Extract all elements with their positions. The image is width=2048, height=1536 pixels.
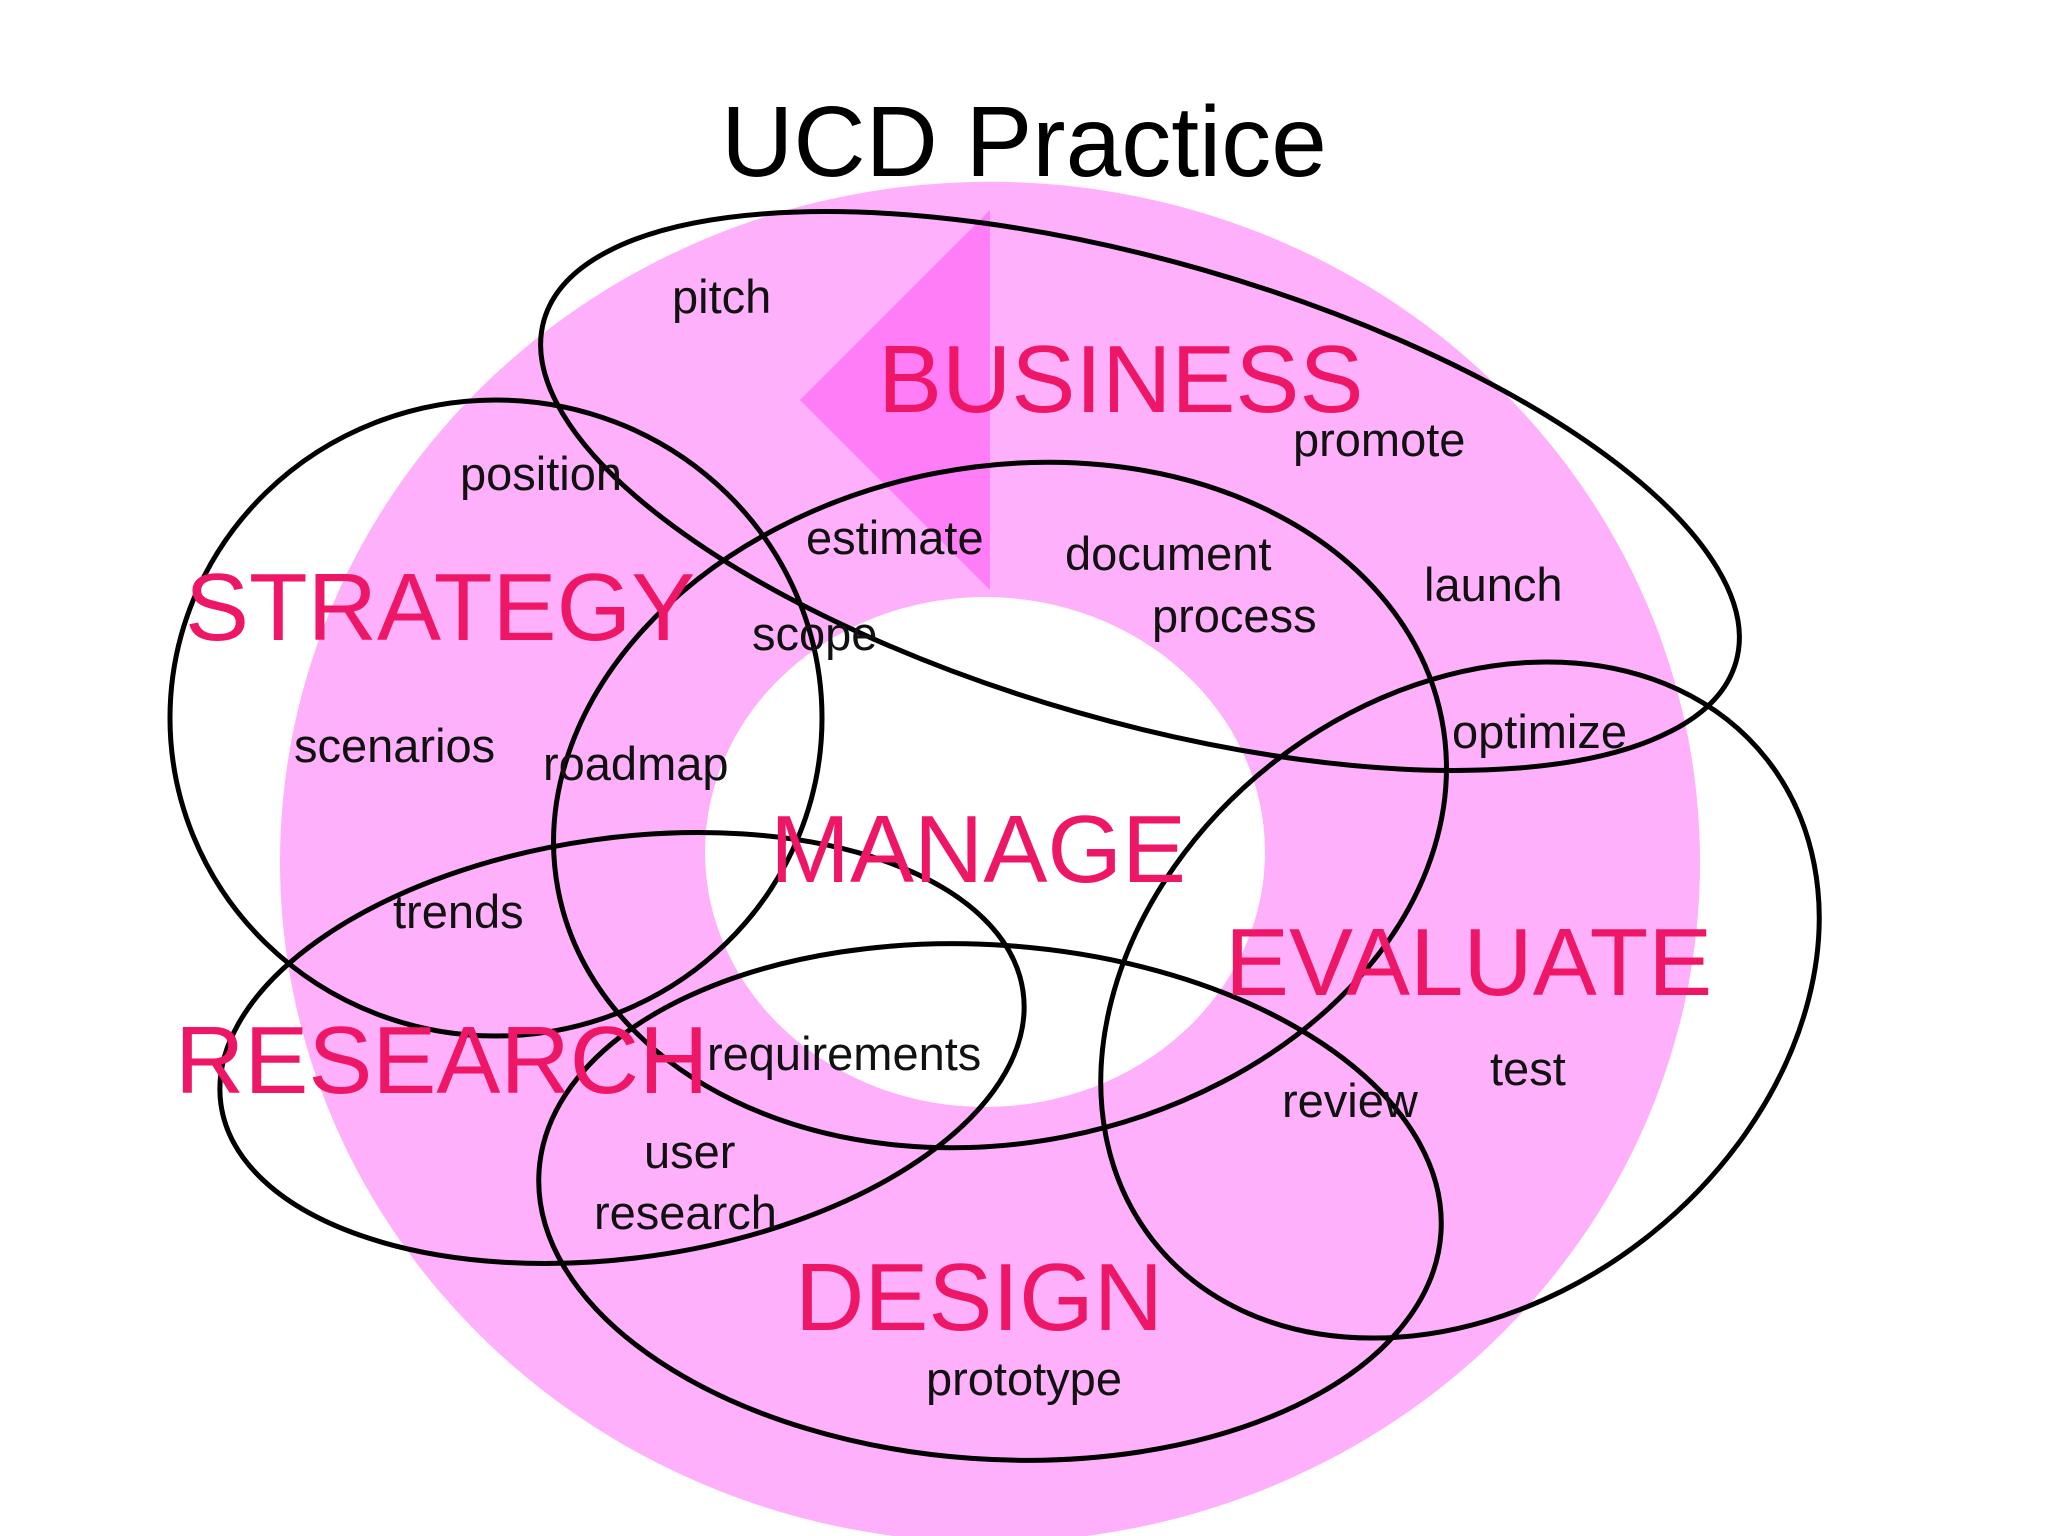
evaluate-outline bbox=[1098, 659, 1822, 1341]
item-review: review bbox=[1282, 1074, 1419, 1127]
item-roadmap: roadmap bbox=[543, 737, 729, 790]
item-estimate: estimate bbox=[806, 511, 984, 564]
group-label-design: DESIGN bbox=[795, 1244, 1163, 1351]
item-position: position bbox=[460, 447, 622, 500]
item-requirements: requirements bbox=[707, 1027, 981, 1080]
highlight-wedge bbox=[800, 210, 990, 590]
group-label-manage: MANAGE bbox=[770, 796, 1186, 903]
business-outline bbox=[538, 209, 1742, 773]
item-promote: promote bbox=[1293, 413, 1465, 466]
design-outline bbox=[536, 941, 1444, 1463]
group-label-evaluate: EVALUATE bbox=[1225, 909, 1712, 1016]
group-label-business: BUSINESS bbox=[878, 326, 1363, 433]
item-scenarios: scenarios bbox=[294, 719, 495, 772]
group-label-research: RESEARCH bbox=[175, 1007, 708, 1114]
item-prototype: prototype bbox=[926, 1352, 1122, 1405]
item-user: user bbox=[644, 1125, 735, 1178]
item-document: document bbox=[1065, 527, 1271, 580]
item-trends: trends bbox=[393, 885, 524, 938]
diagram-title: UCD Practice bbox=[721, 86, 1327, 198]
item-pitch: pitch bbox=[672, 270, 771, 323]
item-research: research bbox=[594, 1186, 777, 1239]
research-outline bbox=[217, 830, 1027, 1266]
strategy-outline bbox=[167, 397, 825, 1039]
ring-band bbox=[280, 182, 1700, 1536]
manage-outline bbox=[551, 459, 1449, 1151]
item-scope: scope bbox=[752, 607, 877, 660]
item-test: test bbox=[1490, 1042, 1566, 1095]
item-launch: launch bbox=[1424, 558, 1563, 611]
item-optimize: optimize bbox=[1452, 705, 1627, 758]
item-process: process bbox=[1152, 589, 1317, 642]
group-label-strategy: STRATEGY bbox=[185, 554, 695, 661]
